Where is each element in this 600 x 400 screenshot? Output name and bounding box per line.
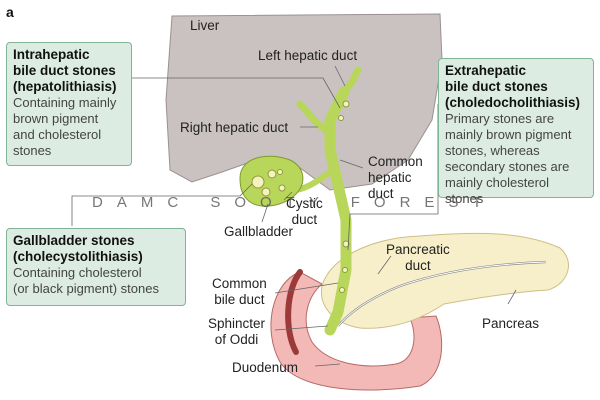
duodenum-wall [285,269,303,355]
panel-letter: a [6,4,14,20]
right-hepatic-duct-label: Right hepatic duct [180,120,289,135]
sphincter-of-oddi-label: Sphincter of Oddi [208,316,266,347]
gallbladder-stones-box: Gallbladder stones (cholecystolithiasis)… [6,228,186,306]
pancreatic-duct-core [337,261,547,327]
liver-label: Liver [190,18,220,33]
cystic-duct-label: Cystic duct [286,196,323,227]
bile-stones [251,100,350,293]
pancreas-label: Pancreas [482,316,540,331]
watermark: DAMC SOOTY FOREST [92,194,496,211]
intrahepatic-stones-box: Intrahepatic bile duct stones (hepatolit… [6,42,132,166]
pancreatic-duct-label: Pancreatic duct [386,242,450,273]
gallbladder-shape [239,155,304,207]
extrahepatic-stones-box: Extrahepatic bile duct stones (choledoch… [438,58,594,206]
duodenum-shape [270,271,443,391]
gallbladder-label: Gallbladder [224,224,294,239]
left-hepatic-duct-label: Left hepatic duct [258,48,358,63]
duodenum-label: Duodenum [232,360,299,375]
pancreas-shape [320,232,569,329]
common-hepatic-duct-label: Common hepatic duct [368,154,423,201]
common-bile-duct-label: Common bile duct [212,276,267,307]
